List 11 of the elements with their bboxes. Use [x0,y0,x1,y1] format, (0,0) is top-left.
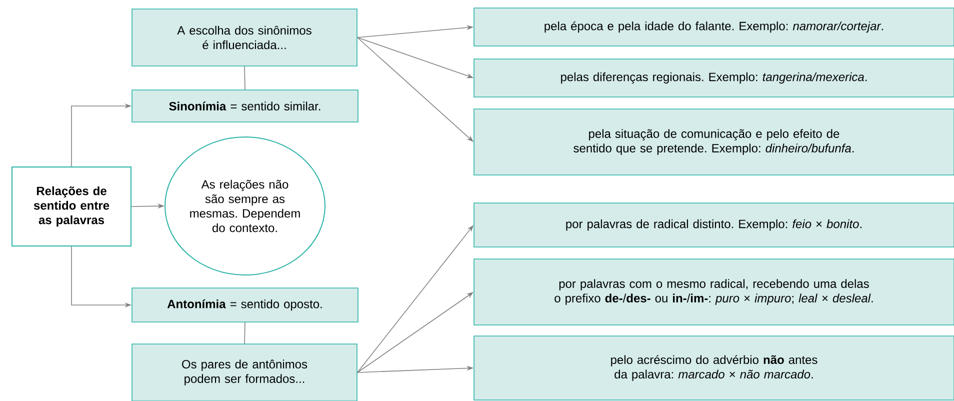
concept-box: Os pares de antônimos podem ser formados... [132,344,358,401]
concept-box: A escolha dos sinônimos é influenciada... [132,8,358,66]
concept-box: Antonímia = sentido oposto. [132,288,358,322]
example-box: pela época e pela idade do falante. Exemplo: namorar/cortejar. [474,8,954,46]
example-box: pela situação de comunicação e pelo efeito de sentido que se pretende. Exemplo: dinheiro/bufunfa. [474,108,954,176]
topic-box: Relações de sentido entre as palavras [12,166,132,246]
example-box: por palavras com o mesmo radical, recebendo uma delas o prefixo de-/des- ou in-/im-: puro × impuro; leal × desleal. [474,258,954,326]
concept-box: Sinonímia = sentido similar. [132,90,358,122]
example-box: por palavras de radical distinto. Exemplo: feio × bonito. [474,202,954,248]
example-box: pelas diferenças regionais. Exemplo: tangerina/mexerica. [474,58,954,98]
example-box: pelo acréscimo do advérbio não antes da palavra: marcado × não marcado. [474,336,954,400]
